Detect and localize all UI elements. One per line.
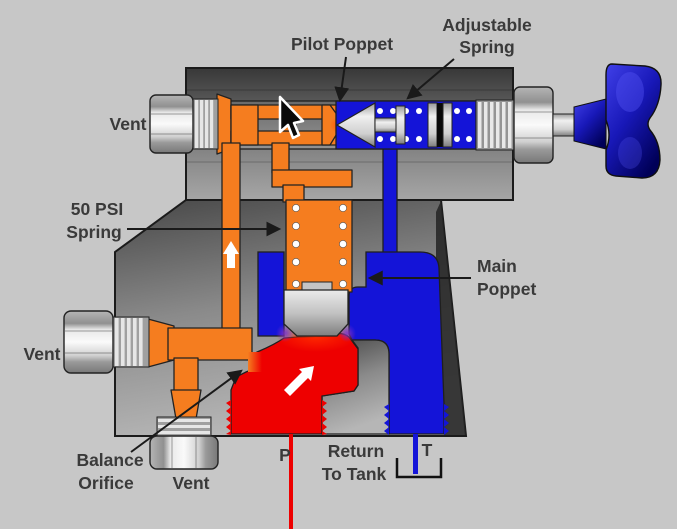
flow-arrow-up-icon bbox=[223, 241, 239, 268]
pilot-branch-passage bbox=[271, 142, 290, 174]
spring-coil-dots-main bbox=[292, 204, 347, 288]
pilot-passage-block bbox=[230, 104, 259, 146]
tank-symbol bbox=[395, 458, 443, 479]
spring-retainer-disc bbox=[395, 105, 406, 145]
vent-fitting-top-left bbox=[149, 94, 219, 154]
tank-port-threads bbox=[444, 404, 449, 435]
label-50psi-1: 50 PSI bbox=[71, 199, 124, 219]
arrow-adjustable-spring bbox=[406, 58, 455, 100]
label-adjustable-spring-2: Spring bbox=[459, 37, 514, 57]
balance-orifice-junction bbox=[248, 352, 262, 372]
pressure-supply-line bbox=[289, 434, 293, 529]
label-vent-left: Vent bbox=[24, 344, 61, 364]
spring-washer-seal bbox=[437, 103, 443, 147]
fitting-hex-nut bbox=[149, 435, 219, 470]
tank-circuit-blue bbox=[257, 148, 449, 474]
fitting-hex-nut bbox=[149, 94, 194, 154]
pilot-spring-assembly bbox=[335, 99, 515, 151]
spring-washer bbox=[427, 102, 438, 148]
spring-washer bbox=[442, 102, 453, 148]
adjusting-knob bbox=[605, 63, 662, 179]
label-main-poppet-1: Main bbox=[477, 256, 517, 276]
label-main-poppet-2: Poppet bbox=[477, 279, 536, 299]
flow-arrow-diagonal-icon bbox=[284, 366, 314, 396]
label-return-1: Return bbox=[328, 441, 384, 461]
label-pilot-poppet: Pilot Poppet bbox=[291, 34, 393, 54]
label-port-p: P bbox=[279, 445, 291, 465]
spring-chamber-flange bbox=[271, 169, 353, 188]
main-poppet bbox=[283, 289, 349, 337]
adjusting-screw-threads bbox=[475, 99, 515, 151]
tank-drop-passage bbox=[382, 148, 398, 257]
adjusting-knob-assembly bbox=[513, 63, 662, 179]
knob-highlight bbox=[618, 137, 642, 169]
label-port-t: T bbox=[422, 440, 433, 460]
mouse-cursor-icon bbox=[278, 95, 305, 140]
label-vent-bottom: Vent bbox=[173, 473, 210, 493]
arrow-balance-orifice bbox=[130, 369, 243, 453]
tank-line-to-symbol bbox=[413, 434, 418, 474]
label-return-2: To Tank bbox=[322, 464, 387, 484]
pilot-poppet-stem bbox=[374, 117, 399, 133]
pressure-port-threads bbox=[322, 400, 327, 435]
thread-ridges bbox=[478, 102, 512, 148]
label-vent-top: Vent bbox=[110, 114, 147, 134]
adjuster-shaft bbox=[552, 113, 575, 137]
vent-passage-horizontal bbox=[167, 327, 253, 361]
arrow-pilot-poppet bbox=[334, 56, 350, 103]
label-arrows bbox=[127, 56, 471, 453]
vent-tee-down bbox=[173, 357, 199, 393]
tank-slot-left-of-poppet bbox=[257, 251, 285, 337]
tank-port-threads bbox=[384, 404, 389, 435]
label-balance-orifice-1: Balance bbox=[76, 450, 143, 470]
label-adjustable-spring-1: Adjustable bbox=[442, 15, 532, 35]
label-50psi-2: Spring bbox=[66, 222, 121, 242]
vent-fitting-bottom bbox=[149, 416, 219, 470]
vent-fitting-left bbox=[63, 310, 150, 374]
label-balance-orifice-2: Orifice bbox=[78, 473, 134, 493]
pressure-port-threads bbox=[226, 400, 231, 435]
main-poppet-assembly bbox=[283, 281, 349, 337]
adjuster-hex-nut bbox=[513, 86, 554, 164]
knob-highlight bbox=[616, 72, 644, 112]
fitting-threads bbox=[112, 316, 150, 368]
fitting-hex-nut bbox=[63, 310, 114, 374]
knob-stem bbox=[573, 98, 607, 150]
